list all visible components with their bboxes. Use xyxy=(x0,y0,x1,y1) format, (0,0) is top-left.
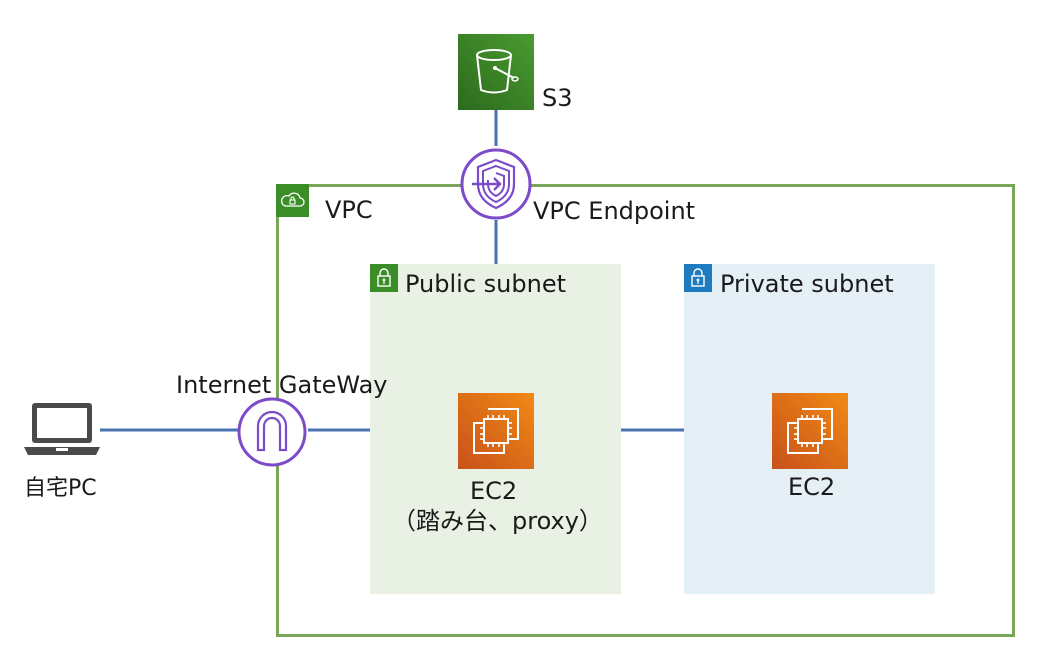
ec2-private-icon[interactable] xyxy=(772,393,848,469)
vpc-container xyxy=(276,184,1015,637)
ec2-bastion-icon[interactable] xyxy=(458,393,534,469)
s3-label: S3 xyxy=(542,84,573,112)
ec2-bastion-sublabel: （踏み台、proxy） xyxy=(392,507,603,535)
public-subnet-label: Public subnet xyxy=(405,270,566,298)
public-subnet-lock-icon xyxy=(370,264,398,292)
internet-gateway-icon[interactable] xyxy=(236,396,308,468)
ec2-private-label: EC2 xyxy=(788,473,836,501)
s3-bucket-icon[interactable] xyxy=(458,34,534,110)
laptop-icon[interactable] xyxy=(24,403,100,459)
vpc-label: VPC xyxy=(325,196,373,224)
internet-gateway-label: Internet GateWay xyxy=(176,371,388,399)
vpc-endpoint-label: VPC Endpoint xyxy=(533,197,696,225)
private-subnet-lock-icon xyxy=(684,264,712,292)
vpc-endpoint-icon[interactable] xyxy=(458,146,534,222)
ec2-bastion-label: EC2 xyxy=(470,477,518,505)
home-pc-label: 自宅PC xyxy=(24,476,97,501)
cloud-lock-icon xyxy=(276,184,309,217)
private-subnet-label: Private subnet xyxy=(720,270,894,298)
